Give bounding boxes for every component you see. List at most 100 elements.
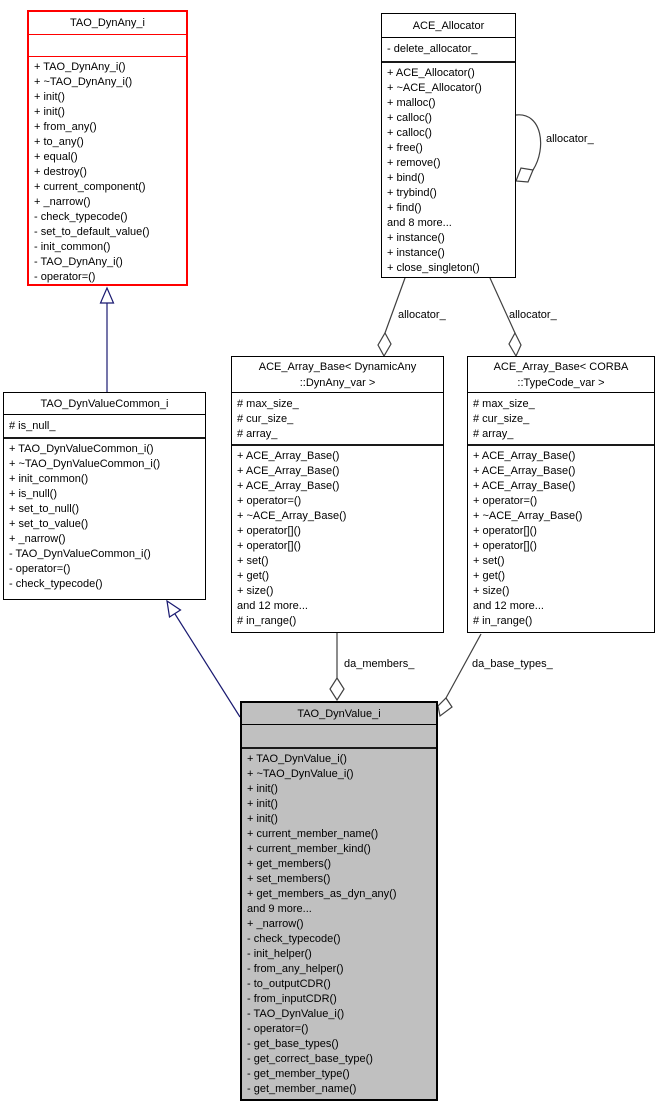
member-line: + ~TAO_DynValueCommon_i() [9, 458, 161, 470]
member-line: TAO_DynValue_i [297, 707, 381, 720]
member-line: - get_member_name() [247, 1083, 357, 1095]
class-node-ace-array-base-typecode-var[interactable]: ACE_Array_Base< CORBA::TypeCode_var > # … [467, 356, 655, 633]
class-title: ACE_Allocator [382, 14, 515, 38]
member-line: + ACE_Array_Base() [237, 450, 340, 462]
member-line: + current_member_kind() [247, 843, 371, 855]
member-line: + size() [473, 585, 510, 597]
member-line: + destroy() [34, 166, 87, 178]
class-title: ACE_Array_Base< CORBA::TypeCode_var > [468, 357, 654, 393]
class-node-ace-array-base-dynany-var[interactable]: ACE_Array_Base< DynamicAny::DynAny_var >… [231, 356, 444, 633]
member-line: + get() [473, 570, 506, 582]
inheritance-arrowhead-icon [99, 286, 115, 304]
member-line: + ACE_Array_Base() [473, 465, 576, 477]
member-line: + instance() [387, 232, 445, 244]
member-line: + set_members() [247, 873, 331, 885]
class-title: ACE_Array_Base< DynamicAny::DynAny_var > [232, 357, 443, 393]
member-line: # cur_size_ [237, 413, 294, 425]
aggregation-diamond-icon [508, 331, 522, 358]
member-line: - init_common() [34, 241, 111, 253]
member-line: - operator=() [9, 563, 71, 575]
member-line: + size() [237, 585, 274, 597]
aggregation-edge-allocator-to-array-dynany [384, 277, 406, 334]
class-title: TAO_DynValue_i [242, 703, 436, 725]
member-line: - TAO_DynValueCommon_i() [9, 548, 151, 560]
member-line: + init() [247, 783, 278, 795]
member-line: + TAO_DynAny_i() [34, 61, 126, 73]
member-line: + current_component() [34, 181, 146, 193]
member-line: + ~TAO_DynValue_i() [247, 768, 354, 780]
edge-label-da-base-types: da_base_types_ [472, 658, 553, 670]
member-line: + operator=() [237, 495, 302, 507]
member-line: + get_members() [247, 858, 332, 870]
member-line: # in_range() [473, 615, 533, 627]
member-line: TAO_DynValueCommon_i [40, 397, 169, 410]
class-attributes [242, 725, 436, 749]
member-line: + remove() [387, 157, 441, 169]
member-line: + equal() [34, 151, 78, 163]
inheritance-arrowhead-icon [166, 599, 182, 618]
member-line: + _narrow() [34, 196, 91, 208]
member-line: - TAO_DynValue_i() [247, 1008, 345, 1020]
member-line: + close_singleton() [387, 262, 480, 274]
class-node-tao-dynvaluecommon-i[interactable]: TAO_DynValueCommon_i # is_null_ + TAO_Dy… [3, 392, 206, 600]
class-methods: + ACE_Array_Base()+ ACE_Array_Base()+ AC… [468, 446, 654, 629]
member-line: # max_size_ [237, 398, 299, 410]
member-line: + ~ACE_Allocator() [387, 82, 482, 94]
member-line: - delete_allocator_ [387, 43, 478, 55]
member-line: and 12 more... [473, 600, 544, 612]
member-line: + calloc() [387, 112, 432, 124]
member-line: # is_null_ [9, 420, 56, 432]
class-attributes: # max_size_ # cur_size_ # array_ [232, 393, 443, 446]
class-attributes: # is_null_ [4, 415, 205, 439]
member-line: and 8 more... [387, 217, 452, 229]
member-line: + get() [237, 570, 270, 582]
member-line: # array_ [237, 428, 278, 440]
member-line: + is_null() [9, 488, 57, 500]
member-line: + _narrow() [9, 533, 66, 545]
aggregation-diamond-icon [515, 167, 534, 183]
member-line: + ACE_Allocator() [387, 67, 475, 79]
class-methods: + ACE_Array_Base()+ ACE_Array_Base()+ AC… [232, 446, 443, 629]
member-line: + bind() [387, 172, 425, 184]
member-line: + init() [34, 91, 65, 103]
class-methods: + TAO_DynValueCommon_i()+ ~TAO_DynValueC… [4, 439, 205, 592]
member-line: - init_helper() [247, 948, 312, 960]
class-attributes: - delete_allocator_ [382, 38, 515, 63]
member-line: + current_member_name() [247, 828, 379, 840]
member-line: + init_common() [9, 473, 89, 485]
class-methods: + TAO_DynValue_i() + ~TAO_DynValue_i() + i… [242, 749, 436, 1097]
member-line: - check_typecode() [34, 211, 128, 223]
class-attributes: # max_size_# cur_size_# array_ [468, 393, 654, 446]
member-line: - operator=() [247, 1023, 309, 1035]
member-line: + set() [237, 555, 269, 567]
member-line: ACE_Array_Base< CORBA [493, 360, 629, 373]
aggregation-edge-allocator-self [515, 114, 542, 171]
member-line: - check_typecode() [247, 933, 341, 945]
member-line: ACE_Allocator [412, 19, 485, 32]
aggregation-diamond-icon [437, 697, 453, 718]
member-line: + calloc() [387, 127, 432, 139]
class-node-tao-dynvalue-i[interactable]: TAO_DynValue_i + TAO_DynValue_i() + ~TAO_… [240, 701, 438, 1101]
member-line: + operator[]() [237, 525, 301, 537]
class-node-ace-allocator[interactable]: ACE_Allocator - delete_allocator_ + ACE_… [381, 13, 516, 278]
class-methods: + ACE_Allocator()+ ~ACE_Allocator()+ mal… [382, 63, 515, 276]
class-node-tao-dynany-i[interactable]: TAO_DynAny_i + TAO_DynAny_i()+ ~TAO_DynA… [27, 10, 188, 286]
member-line: + to_any() [34, 136, 84, 148]
member-line: + ACE_Array_Base() [237, 480, 340, 492]
member-line: + _narrow() [247, 918, 304, 930]
class-attributes [29, 35, 186, 57]
member-line: + TAO_DynValue_i() [247, 753, 347, 765]
aggregation-edge-allocator-to-array-typecode [489, 277, 516, 334]
member-line: - get_member_type() [247, 1068, 350, 1080]
member-line: and 9 more... [247, 903, 312, 915]
member-line: # cur_size_ [473, 413, 530, 425]
member-line: - to_outputCDR() [247, 978, 331, 990]
member-line: + init() [34, 106, 65, 118]
member-line: TAO_DynAny_i [70, 17, 145, 29]
member-line: # in_range() [237, 615, 297, 627]
aggregation-diamond-icon [377, 331, 392, 358]
member-line: - get_base_types() [247, 1038, 339, 1050]
member-line: + set() [473, 555, 505, 567]
member-line: ::DynAny_var > [299, 376, 376, 389]
member-line: - check_typecode() [9, 578, 103, 590]
